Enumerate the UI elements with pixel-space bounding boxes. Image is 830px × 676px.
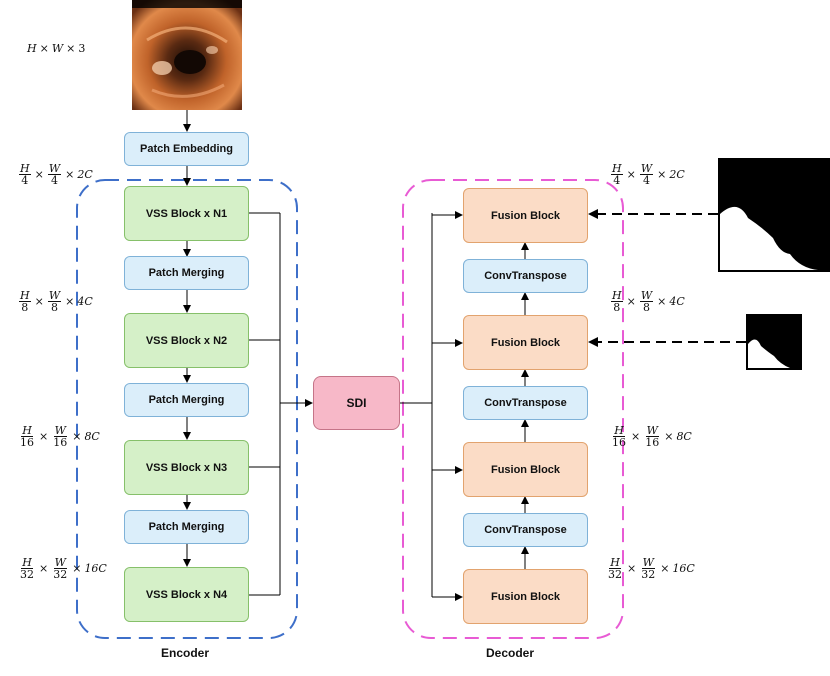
encoder-frame (76, 179, 298, 639)
dec-dim-3-h-den: 16 (612, 436, 626, 449)
dec-dim-3-ch: 8C (676, 430, 692, 443)
enc-dim-4-w: W (53, 556, 67, 569)
dec-dim-2-h-den: 8 (613, 301, 621, 314)
dec-dim-2-h: H (611, 289, 623, 302)
patch-merging-2: Patch Merging (124, 383, 249, 417)
input-dim-h: H (27, 42, 37, 55)
enc-dim-3-w-den: 16 (53, 436, 68, 449)
enc-dim-2-h: H (19, 289, 31, 302)
sdi-block: SDI (313, 376, 400, 430)
input-dim-w: W (51, 42, 64, 55)
decoder-frame (402, 179, 624, 639)
dec-dim-2-w: W (639, 289, 654, 302)
patch-merging-3: Patch Merging (124, 510, 249, 544)
dec-dim-1-w: W (639, 162, 654, 175)
vss-block-1: VSS Block x N1 (124, 186, 249, 241)
output-mask-small (746, 314, 802, 370)
dec-dim-4-h: H (609, 556, 621, 569)
input-dimension-label: H × W × 3 (27, 42, 86, 55)
patch-embedding-block: Patch Embedding (124, 132, 249, 166)
enc-dim-3-h-den: 16 (20, 436, 34, 449)
dec-dim-4-h-den: 32 (608, 568, 622, 581)
dec-dim-3-w: W (645, 424, 659, 437)
dec-dim-1-h: H (611, 162, 623, 175)
enc-dim-3-h: H (21, 424, 33, 437)
vss-block-4: VSS Block x N4 (124, 567, 249, 622)
dec-dim-1-h-den: 4 (613, 174, 621, 187)
dec-dim-1-w-den: 4 (642, 174, 650, 187)
dec-dim-2-ch: 4C (669, 295, 685, 308)
enc-dim-2-h-den: 8 (21, 301, 29, 314)
dec-dim-4-w: W (641, 556, 655, 569)
dec-dim-1-ch: 2C (669, 168, 685, 181)
fusion-block-2: Fusion Block (463, 315, 588, 370)
enc-dim-2-ch: 4C (77, 295, 93, 308)
input-image (132, 0, 242, 110)
enc-dim-3-ch: 8C (84, 430, 100, 443)
dec-dim-4-w-den: 32 (641, 568, 656, 581)
convtranspose-1: ConvTranspose (463, 259, 588, 293)
input-dim-c: 3 (78, 42, 86, 55)
enc-dim-1-w-den: 4 (50, 174, 58, 187)
enc-dim-4-w-den: 32 (53, 568, 68, 581)
convtranspose-3: ConvTranspose (463, 513, 588, 547)
convtranspose-2: ConvTranspose (463, 386, 588, 420)
enc-dim-4-h-den: 32 (20, 568, 34, 581)
dec-dim-2-w-den: 8 (642, 301, 650, 314)
enc-dim-1-h: H (19, 162, 31, 175)
fusion-block-1: Fusion Block (463, 188, 588, 243)
enc-dim-4-h: H (21, 556, 33, 569)
vss-block-2: VSS Block x N2 (124, 313, 249, 368)
dec-dim-4-ch: 16C (672, 562, 695, 575)
fusion-block-3: Fusion Block (463, 442, 588, 497)
dec-dim-3-h: H (613, 424, 625, 437)
dec-dim-3-w-den: 16 (645, 436, 660, 449)
enc-dim-2-w: W (47, 289, 62, 302)
enc-dim-3-w: W (53, 424, 67, 437)
enc-dim-1-w: W (47, 162, 62, 175)
fusion-block-4: Fusion Block (463, 569, 588, 624)
enc-dim-4-ch: 16C (84, 562, 107, 575)
decoder-label: Decoder (486, 646, 535, 660)
vss-block-3: VSS Block x N3 (124, 440, 249, 495)
encoder-label: Encoder (161, 646, 210, 660)
patch-merging-1: Patch Merging (124, 256, 249, 290)
enc-dim-2-w-den: 8 (50, 301, 58, 314)
enc-dim-1-h-den: 4 (21, 174, 29, 187)
enc-dim-1-ch: 2C (77, 168, 93, 181)
output-mask-large (718, 158, 830, 272)
